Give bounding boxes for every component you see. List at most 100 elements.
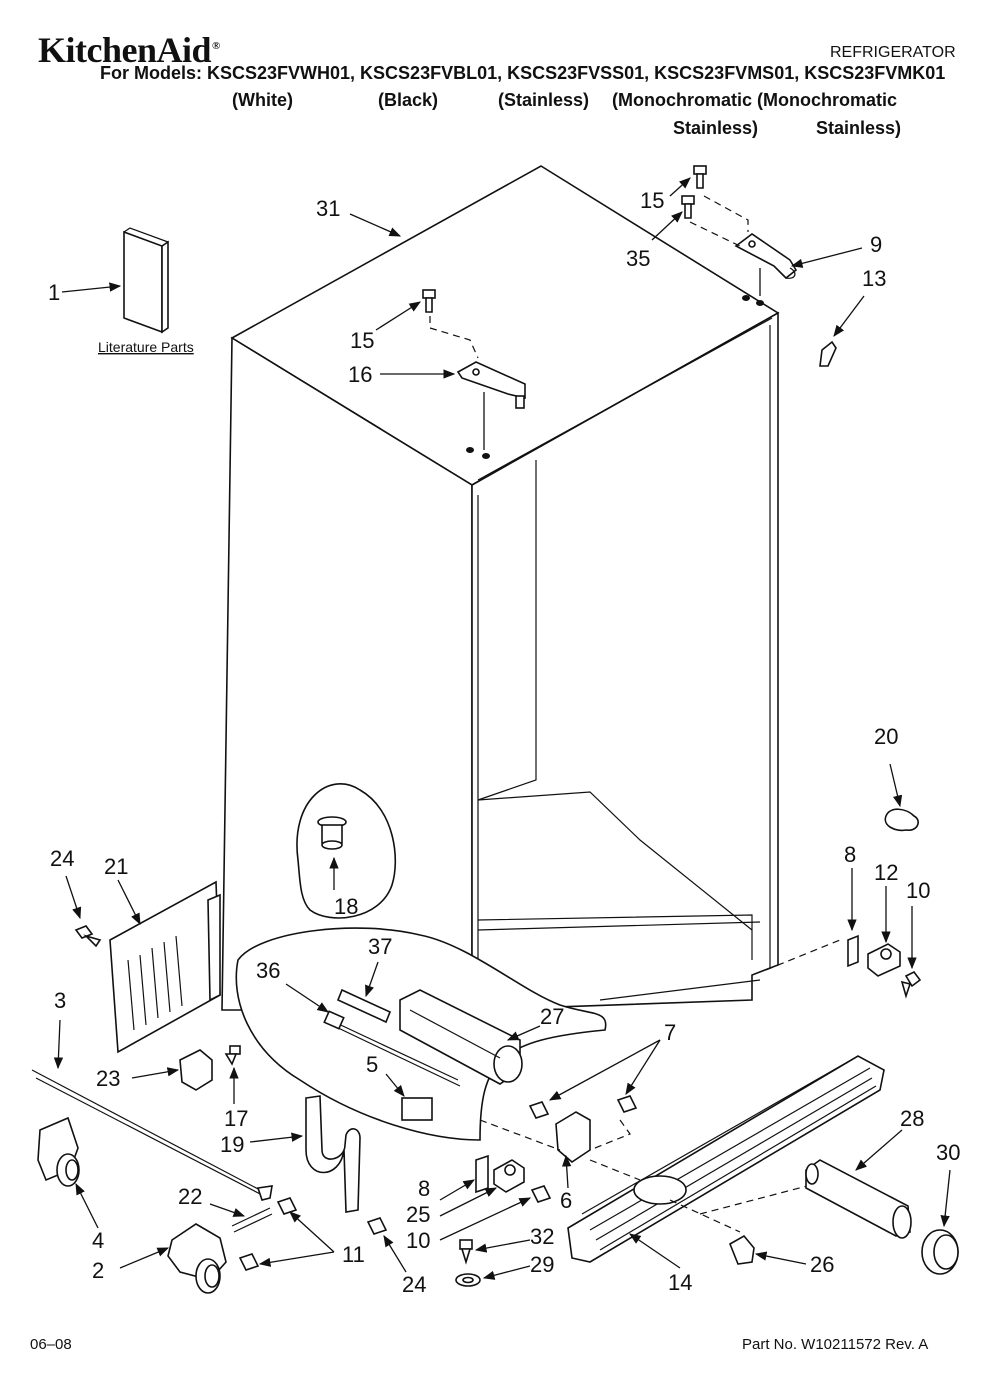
callout-18: 18: [334, 894, 358, 919]
callout-15-left: 15: [350, 328, 374, 353]
screw-part-5: [74, 925, 102, 948]
screw-part-10: [616, 1095, 638, 1113]
callout-7: 7: [664, 1020, 676, 1045]
screw-part-11: [530, 1185, 552, 1203]
screw-part-2: [693, 165, 707, 189]
callout-25: 25: [406, 1202, 430, 1227]
callout-11: 11: [342, 1242, 365, 1267]
drain-cup-cutaway: [296, 783, 397, 919]
literature-parts-label: Literature Parts: [98, 339, 194, 355]
callout-23: 23: [96, 1066, 120, 1091]
drain-hose-part: [305, 1095, 361, 1213]
callout-19: 19: [220, 1132, 244, 1157]
callout-10-bottom: 10: [406, 1228, 430, 1253]
callout-21: 21: [104, 854, 128, 879]
part-number: Part No. W10211572 Rev. A: [742, 1336, 929, 1353]
document-type: REFRIGERATOR: [830, 44, 956, 61]
screw-part-4: [900, 970, 922, 999]
screw-part-9: [528, 1101, 550, 1119]
water-valve-housing-part: [399, 989, 523, 1085]
hinge-top-part: [456, 361, 526, 409]
callout-29: 29: [530, 1252, 554, 1277]
variant-mono1-line2: Stainless): [673, 118, 759, 138]
screw-part: [422, 289, 436, 313]
callout-15-right: 15: [640, 188, 664, 213]
leveling-rod-part: [31, 1069, 265, 1197]
callout-28: 28: [900, 1106, 924, 1131]
callout-8-bottom: 8: [418, 1176, 430, 1201]
cam-part: [884, 808, 919, 832]
callout-32: 32: [530, 1224, 554, 1249]
filter-cap-part: [921, 1229, 959, 1275]
callout-16: 16: [348, 362, 372, 387]
heater-tube-part: [329, 1019, 461, 1087]
brand-name: KitchenAid: [38, 30, 212, 70]
callout-8-right: 8: [844, 842, 856, 867]
roller-front-part: [37, 1116, 80, 1187]
shim-part-2: [475, 1154, 489, 1194]
callout-27: 27: [540, 1004, 564, 1029]
callout-13: 13: [862, 266, 886, 291]
tube-part: [336, 988, 392, 1024]
callout-14: 14: [668, 1270, 692, 1295]
literature-parts-booklet: [123, 227, 169, 334]
washer-part: [455, 1273, 481, 1287]
revision-date: 06–08: [30, 1336, 72, 1353]
callout-9: 9: [870, 232, 882, 257]
callout-12: 12: [874, 860, 898, 885]
shim-part: [847, 934, 859, 968]
callout-24-top: 24: [50, 846, 74, 871]
callout-36: 36: [256, 958, 280, 983]
callout-20: 20: [874, 724, 898, 749]
bottom-hinge-right-part: [867, 943, 901, 977]
callout-2: 2: [92, 1258, 104, 1283]
registered-mark: ®: [212, 40, 220, 52]
drain-cup-part: [317, 816, 347, 850]
callout-numbers: 1 31 15 16 15 35 9 13 20 8 12 10 18 24 2…: [48, 188, 960, 1297]
variant-stainless: (Stainless): [498, 90, 590, 110]
screw-part-13: [459, 1239, 473, 1265]
water-filter-part: [805, 1159, 912, 1239]
callout-24-bottom: 24: [402, 1272, 426, 1297]
variant-mono1-line1: (Monochromatic: [612, 90, 753, 110]
callout-6: 6: [560, 1188, 572, 1213]
variant-white: (White): [232, 90, 293, 110]
callout-35: 35: [626, 246, 650, 271]
filter-bracket-part: [555, 1111, 591, 1164]
callout-4: 4: [92, 1228, 104, 1253]
module-part: [401, 1097, 433, 1121]
hinge-right-part: [734, 233, 798, 280]
brand-logo: KitchenAid®: [38, 28, 220, 68]
pin-part: [231, 1207, 273, 1233]
variant-black: (Black): [378, 90, 439, 110]
variant-mono2-line1: (Monochromatic: [757, 90, 898, 110]
callout-17: 17: [224, 1106, 248, 1131]
refrigerator-cabinet: [221, 165, 780, 1011]
callout-1: 1: [48, 280, 60, 305]
screw-part-6: [224, 1045, 241, 1066]
callout-26: 26: [810, 1252, 834, 1277]
roller-rear-part: [167, 1223, 227, 1294]
callout-31: 31: [316, 196, 340, 221]
variant-mono2-line2: Stainless): [816, 118, 902, 138]
rear-access-panel: [109, 880, 221, 1054]
base-grille-part: [567, 1055, 885, 1263]
bracket-part: [179, 1049, 213, 1091]
filter-bypass-cap-part: [728, 1234, 755, 1265]
callout-3: 3: [54, 988, 66, 1013]
callout-5: 5: [366, 1052, 378, 1077]
callout-leaders: [53, 177, 951, 1280]
fitting-part: [323, 1010, 345, 1030]
screw-part-8: [238, 1253, 260, 1271]
callout-10-right: 10: [906, 878, 930, 903]
door-stop-part: [819, 340, 837, 367]
callout-22: 22: [178, 1184, 202, 1209]
screw-part-12: [366, 1217, 388, 1235]
callout-30: 30: [936, 1140, 960, 1165]
screw-part-7: [276, 1197, 298, 1215]
callout-37: 37: [368, 934, 392, 959]
bottom-hinge-left-part: [493, 1159, 525, 1193]
screw-part-3: [681, 195, 695, 219]
models-line: For Models: KSCS23FVWH01, KSCS23FVBL01, …: [100, 63, 946, 83]
